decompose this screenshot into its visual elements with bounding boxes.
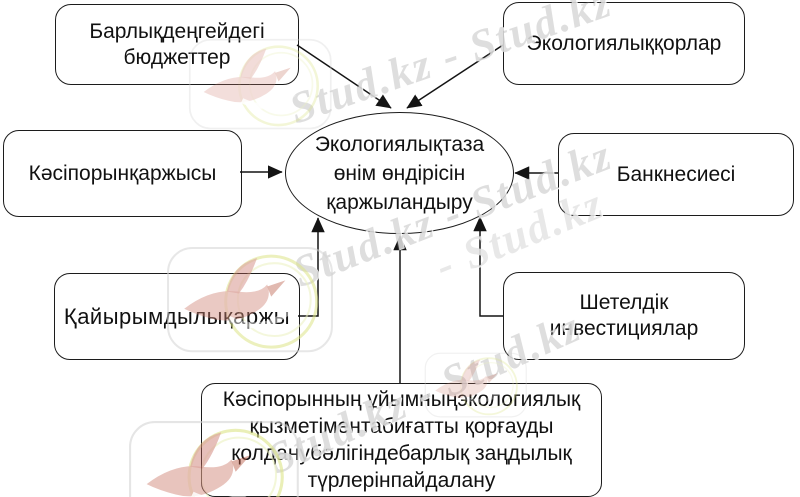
node-ecological-funds: Экологиялыққорлар [503,2,745,85]
node-legal-usage: Кәсіпорынның ұйымныңэкологиялық қызметім… [201,383,602,497]
node-all-level-budgets: Барлықдеңгейдегі бюджеттер [55,4,299,85]
node-bank-credit: Банкнесиесі [558,133,794,216]
center-text-line: өнім өндірісін [333,161,466,185]
node-text-line: Шетелдік [579,291,669,314]
center-text-line: қаржыландыру [326,190,473,214]
node-enterprise-finance: Кәсіпорынқаржысы [3,130,242,217]
node-text-line: Кәсіпорынның ұйымныңэкологиялық [222,388,581,411]
center-text-line: Экологиялықтаза [314,132,485,156]
node-text-line: Барлықдеңгейдегі [89,19,265,43]
arrow-foreign-to-center [473,216,503,317]
node-charity-finance: Қайырымдылықаржы [54,273,300,360]
arrow-charity-to-center [298,217,325,317]
node-foreign-investments: Шетелдік инвестициялар [503,272,745,360]
node-text-line: Кәсіпорынқаржысы [28,161,217,185]
node-text-line: Экологиялыққорлар [526,31,722,55]
node-text-line: бюджеттер [123,45,231,69]
arrow-ecofunds-to-center [406,44,504,109]
node-text-line: қызметіментабиғатты қорғауды [249,415,554,438]
node-text-line: Қайырымдылықаржы [63,303,291,329]
node-text-line: түрлерінпайдалану [307,469,496,492]
node-text-line: қолданубөлігіндебарлық заңдылық [231,442,572,465]
node-text-line: Банкнесиесі [616,162,736,186]
arrow-budgets-to-center [296,44,392,109]
center-ellipse-node: Экологиялықтаза өнім өндірісін қаржыланд… [285,112,514,234]
node-text-line: инвестициялар [549,317,699,340]
